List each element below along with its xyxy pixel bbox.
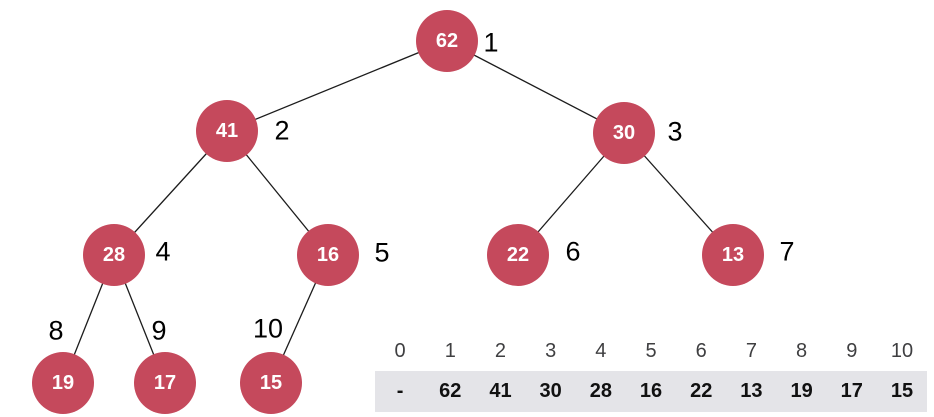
node-index-10: 10 — [252, 313, 284, 344]
array-index-cell: 10 — [890, 340, 914, 362]
array-index-cell: 4 — [595, 340, 607, 362]
node-index-7: 7 — [779, 236, 795, 267]
tree-node-10: 15 — [240, 352, 302, 414]
array-value-cell: 19 — [790, 380, 813, 402]
node-value: 19 — [51, 371, 75, 394]
array-index-row: 0 1 2 3 4 5 6 7 8 9 10 — [375, 339, 927, 364]
array-index-cell: 5 — [645, 340, 657, 362]
node-index-9: 9 — [151, 315, 167, 346]
array-value-cell: - — [396, 380, 404, 402]
array-index-cell: 1 — [444, 340, 456, 362]
node-value: 28 — [102, 243, 126, 266]
array-index-cell: 0 — [394, 340, 406, 362]
array-index-cell: 7 — [745, 340, 757, 362]
edge-1-3 — [446, 40, 625, 134]
array-value-row: - 62 41 30 28 16 22 13 19 17 15 — [375, 371, 927, 412]
node-index-6: 6 — [565, 236, 581, 267]
node-value: 41 — [215, 119, 239, 142]
array-value-cell: 62 — [439, 380, 462, 402]
array-index-cell: 8 — [796, 340, 808, 362]
node-value: 16 — [316, 243, 340, 266]
node-value: 30 — [612, 121, 636, 144]
tree-node-9: 17 — [134, 352, 196, 414]
node-index-2: 2 — [274, 115, 290, 146]
array-value-cell: 30 — [539, 380, 562, 402]
edge-1-2 — [226, 40, 448, 132]
node-index-5: 5 — [374, 237, 390, 268]
node-value: 62 — [435, 29, 459, 52]
array-value-cell: 13 — [740, 380, 763, 402]
array-value-cell: 16 — [639, 380, 663, 402]
tree-node-7: 13 — [702, 224, 764, 286]
array-index-cell: 9 — [846, 340, 858, 362]
array-value-cell: 28 — [589, 380, 612, 402]
array-index-cell: 2 — [494, 340, 507, 362]
tree-node-2: 41 — [196, 100, 258, 162]
tree-node-8: 19 — [32, 352, 94, 414]
node-index-4: 4 — [155, 236, 171, 267]
tree-node-4: 28 — [83, 224, 145, 286]
tree-node-1: 62 — [416, 10, 478, 72]
node-value: 15 — [259, 371, 283, 394]
tree-node-5: 16 — [297, 224, 359, 286]
node-index-3: 3 — [667, 116, 683, 147]
array-value-cell: 41 — [489, 380, 512, 402]
node-value: 13 — [721, 243, 745, 266]
array-value-cell: 15 — [890, 380, 914, 402]
array-index-cell: 6 — [695, 340, 707, 362]
array-index-cell: 3 — [545, 340, 557, 362]
tree-node-6: 22 — [487, 224, 549, 286]
node-index-8: 8 — [48, 315, 64, 346]
node-value: 17 — [153, 371, 177, 394]
node-value: 22 — [506, 243, 530, 266]
node-index-1: 1 — [483, 27, 499, 58]
tree-node-3: 30 — [593, 102, 655, 164]
array-value-cell: 22 — [690, 380, 713, 402]
array-value-cell: 17 — [840, 380, 863, 402]
